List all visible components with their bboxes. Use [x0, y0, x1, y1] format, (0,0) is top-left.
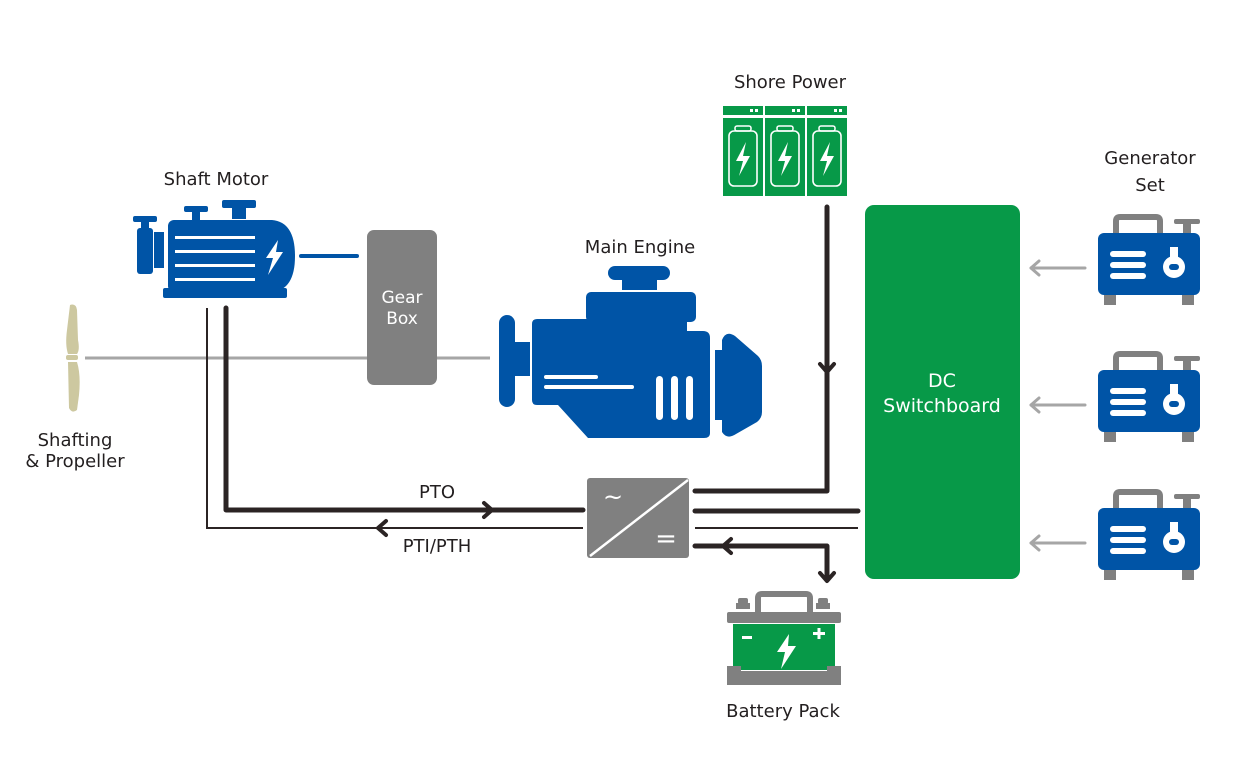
- shore-power-line: [692, 204, 830, 494]
- generator-icon-2: [1098, 354, 1200, 442]
- main-engine-label: Main Engine: [585, 237, 695, 258]
- pto-label: PTO: [419, 482, 455, 503]
- generator-arrow-icon-3: [1029, 534, 1087, 552]
- generator-icon-1: [1098, 217, 1200, 305]
- shafting-label: Shafting: [38, 430, 113, 451]
- dc-switchboard-label-2: Switchboard: [883, 395, 1001, 417]
- battery-pack-icon: [727, 591, 841, 685]
- dc-switchboard: DC Switchboard: [865, 205, 1020, 579]
- pti-pth-arrow-icon: [376, 519, 388, 537]
- gear-box: Gear Box: [367, 230, 437, 385]
- battery-line-arrow-icon: [721, 537, 733, 555]
- shaft-motor-label: Shaft Motor: [164, 169, 269, 190]
- generator-arrow-icon-2: [1029, 396, 1087, 414]
- battery-arrow-icon: [818, 571, 836, 583]
- propeller-icon: [66, 304, 80, 412]
- generator-set-label: Generator: [1104, 148, 1196, 169]
- ac-dc-converter: ~ =: [587, 478, 689, 558]
- generator-set-label-2: Set: [1135, 175, 1165, 196]
- shore-power-label: Shore Power: [734, 72, 847, 93]
- pto-arrow-icon: [482, 501, 494, 519]
- main-engine-icon: [499, 266, 762, 438]
- pti-pth-label: PTI/PTH: [403, 536, 472, 557]
- shore-power-arrow-icon: [818, 362, 836, 374]
- generator-icon-3: [1098, 492, 1200, 580]
- generator-arrow-icon-1: [1029, 259, 1087, 277]
- pto-line: [223, 305, 586, 513]
- shore-power-icon: [723, 106, 847, 196]
- battery-line: [692, 543, 830, 583]
- gear-box-label-2: Box: [386, 309, 418, 329]
- battery-pack-label: Battery Pack: [726, 701, 840, 722]
- dc-switchboard-label: DC: [928, 370, 956, 392]
- propeller-label: & Propeller: [25, 451, 125, 472]
- ac-symbol: ~: [603, 483, 623, 511]
- gear-box-label: Gear: [381, 288, 422, 308]
- shaft-motor-icon: [133, 200, 295, 298]
- dc-symbol: =: [655, 524, 677, 554]
- pti-pth-line: [206, 308, 583, 529]
